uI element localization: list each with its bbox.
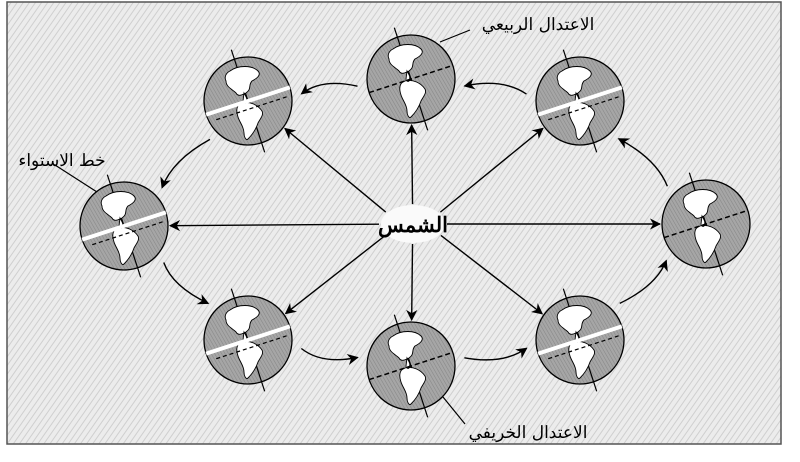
autumn-equinox-label: الاعتدال الخريفي bbox=[469, 423, 588, 443]
sun-ray-top bbox=[412, 125, 413, 204]
sun-ray-bottom bbox=[412, 244, 413, 320]
equator-label: خط الاستواء bbox=[18, 151, 105, 171]
sun-label: الشمس bbox=[378, 212, 448, 238]
spring-equinox-label: الاعتدال الربيعي bbox=[482, 15, 595, 35]
